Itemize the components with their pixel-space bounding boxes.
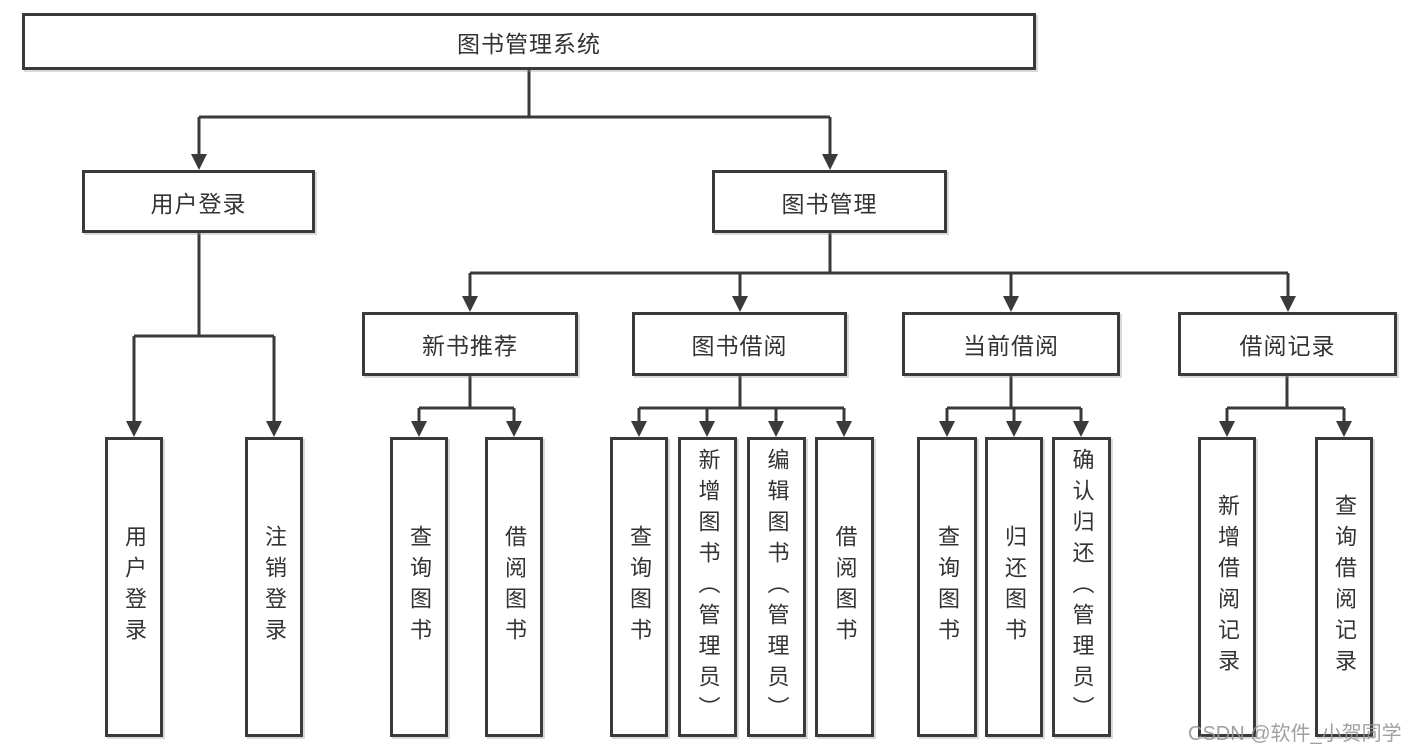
node-book-management: 图书管理	[712, 170, 947, 233]
leaf-current-query-books: 查询图书	[917, 437, 977, 737]
node-user-login: 用户登录	[82, 170, 315, 233]
leaf-borrow-borrow-books: 借阅图书	[815, 437, 874, 737]
leaf-current-return-books: 归还图书	[985, 437, 1043, 737]
leaf-records-query-borrow-record: 查询借阅记录	[1315, 437, 1373, 737]
node-book-borrowing: 图书借阅	[632, 312, 847, 376]
leaf-newbook-borrow-books: 借阅图书	[485, 437, 543, 737]
node-current-borrowing: 当前借阅	[902, 312, 1120, 376]
leaf-borrow-edit-books-admin: 编辑图书（管理员）	[747, 437, 806, 737]
leaf-borrow-query-books: 查询图书	[610, 437, 668, 737]
arrowheads	[126, 154, 1352, 437]
node-borrowing-records: 借阅记录	[1178, 312, 1397, 376]
connector-book-borrow-to-leaves	[637, 376, 846, 423]
leaf-records-add-borrow-record: 新增借阅记录	[1198, 437, 1256, 737]
connector-root-to-level2	[197, 70, 832, 156]
leaf-user-login: 用户登录	[105, 437, 163, 737]
csdn-watermark: CSDN @软件_小贺同学	[1188, 723, 1402, 745]
leaf-newbook-query-books: 查询图书	[390, 437, 448, 737]
leaf-borrow-add-books-admin: 新增图书（管理员）	[678, 437, 737, 737]
leaf-logout: 注销登录	[245, 437, 303, 737]
node-library-system: 图书管理系统	[22, 13, 1036, 70]
leaf-current-confirm-return-admin: 确认归还（管理员）	[1052, 437, 1111, 737]
connector-user-login-to-leaves	[132, 233, 276, 423]
connector-borrow-records-to-leaves	[1225, 376, 1346, 423]
connector-current-borrow-to-leaves	[945, 376, 1083, 423]
node-new-book-recommendation: 新书推荐	[362, 312, 578, 376]
connector-new-book-to-leaves	[417, 376, 516, 423]
connector-book-mgmt-to-level3	[468, 233, 1290, 298]
